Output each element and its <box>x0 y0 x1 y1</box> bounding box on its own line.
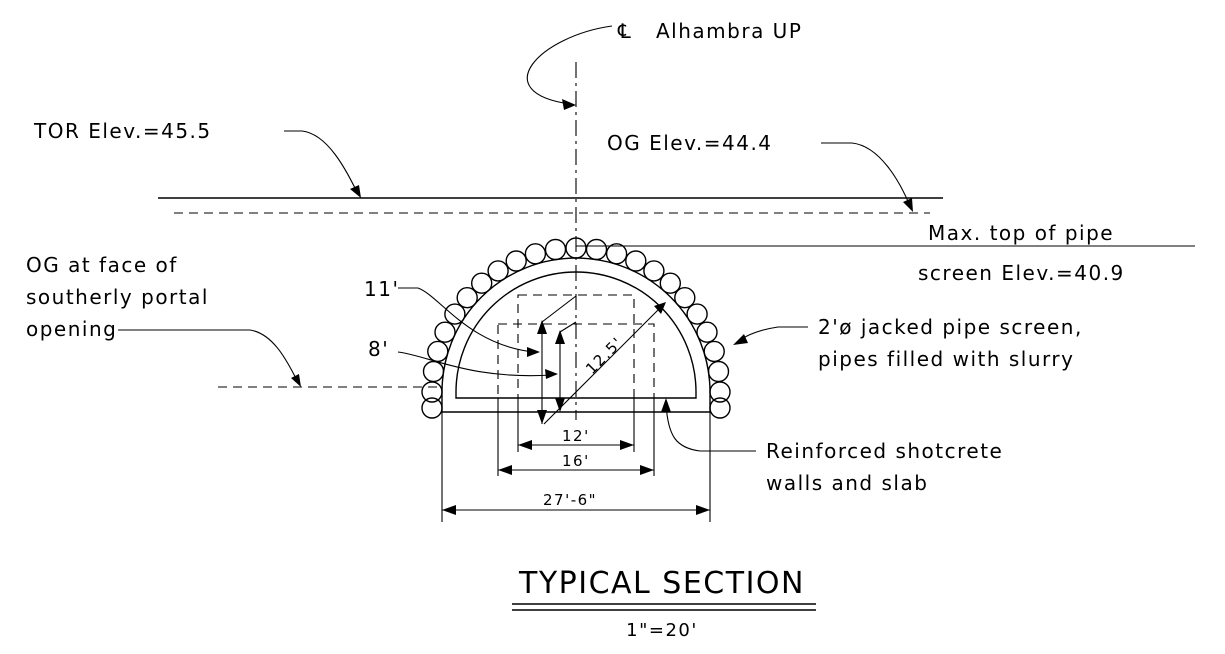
shotcrete-leader <box>665 403 756 452</box>
clearance-envelope-16 <box>497 323 655 399</box>
tor-label: TOR Elev.=45.5 <box>33 119 212 143</box>
tunnel-inner-opening <box>455 271 697 399</box>
dim-16-arrow-right <box>640 465 654 475</box>
pipe-circle <box>674 287 696 309</box>
og-leader-arrow <box>903 198 913 212</box>
pipe-circle <box>703 340 725 363</box>
pipe-circle <box>471 272 493 294</box>
pipe-circle <box>709 397 731 419</box>
dim-8-arrow-top <box>555 330 565 344</box>
pipe-circle <box>434 321 456 343</box>
dim-11-ext <box>541 295 577 323</box>
centerline-symbol: ℄ <box>617 19 632 43</box>
dim-8-leader <box>397 351 553 377</box>
pipe-circle <box>421 381 443 403</box>
dim-27-arrow-left <box>442 505 456 515</box>
og-label: OG Elev.=44.4 <box>607 131 773 155</box>
centerline-leader-arrow <box>562 99 576 110</box>
pipe-circle <box>707 360 730 383</box>
pipe-screen <box>421 237 731 419</box>
pipe-circle <box>605 243 628 265</box>
dim-12-arrow-left <box>518 440 532 450</box>
og-face-label-1: OG at face of <box>26 253 178 277</box>
dim-8-leader-arrow <box>545 369 558 379</box>
dim-27-arrow-right <box>696 505 710 515</box>
shotcrete-label-1: Reinforced shotcrete <box>766 439 1003 463</box>
pipe-screen-leader <box>739 326 808 341</box>
radius-label: 12.5' <box>582 333 627 378</box>
pipe-circle <box>524 243 547 265</box>
dim-11-leader-arrow <box>527 347 540 357</box>
shotcrete-label-2: walls and slab <box>766 471 928 495</box>
pipe-circle <box>422 360 445 383</box>
tunnel-outer-shell <box>441 257 711 413</box>
pipe-screen-label-2: pipes filled with slurry <box>818 347 1074 371</box>
radius-arrow <box>654 302 666 314</box>
pipe-circle <box>625 250 647 272</box>
dim-8-label: 8' <box>368 337 389 361</box>
og-face-leader <box>118 329 299 383</box>
pipe-circle <box>585 238 608 261</box>
dim-8-arrow-bottom <box>555 398 565 412</box>
pipe-circle <box>444 303 466 325</box>
pipe-circle <box>709 381 731 403</box>
dim-11-label: 11' <box>364 277 399 301</box>
og-leader <box>821 142 911 207</box>
section-scale: 1"=20' <box>626 620 698 641</box>
pipe-circle <box>696 321 718 343</box>
dim-11-arrow-bottom <box>537 410 547 424</box>
pipe-circle <box>643 260 665 282</box>
shotcrete-leader-arrow <box>661 398 671 412</box>
dim-8-ext <box>559 321 577 333</box>
pipe-circle <box>487 260 509 282</box>
pipe-circle <box>686 303 708 325</box>
pipe-circle <box>456 287 478 309</box>
pipe-circle <box>505 250 527 272</box>
og-face-label-3: opening <box>26 317 117 341</box>
pipe-screen-leader-arrow <box>733 334 748 345</box>
pipe-screen-label-1: 2'ø jacked pipe screen, <box>818 315 1083 339</box>
dim-16-arrow-left <box>498 465 512 475</box>
dim-12-arrow-right <box>620 440 634 450</box>
dim-12-label: 12' <box>562 427 590 445</box>
dim-16-label: 16' <box>562 452 590 470</box>
og-face-leader-arrow <box>291 374 301 387</box>
pipe-circle <box>544 238 567 261</box>
dim-11-leader <box>398 287 535 353</box>
og-face-label-2: southerly portal <box>26 285 209 309</box>
tor-leader-arrow <box>350 185 361 198</box>
max-top-label-1: Max. top of pipe <box>928 221 1114 245</box>
tor-leader <box>284 130 359 195</box>
section-title: TYPICAL SECTION <box>518 566 805 601</box>
pipe-circle <box>659 272 681 294</box>
dim-11-arrow-top <box>537 320 547 334</box>
dim-27-label: 27'-6" <box>543 491 597 509</box>
centerline-leader <box>526 25 613 105</box>
centerline-label: Alhambra UP <box>656 19 802 43</box>
max-top-label-2: screen Elev.=40.9 <box>918 261 1125 285</box>
radius-line <box>543 305 663 425</box>
pipe-circle <box>421 397 443 419</box>
pipe-circle <box>427 340 449 363</box>
